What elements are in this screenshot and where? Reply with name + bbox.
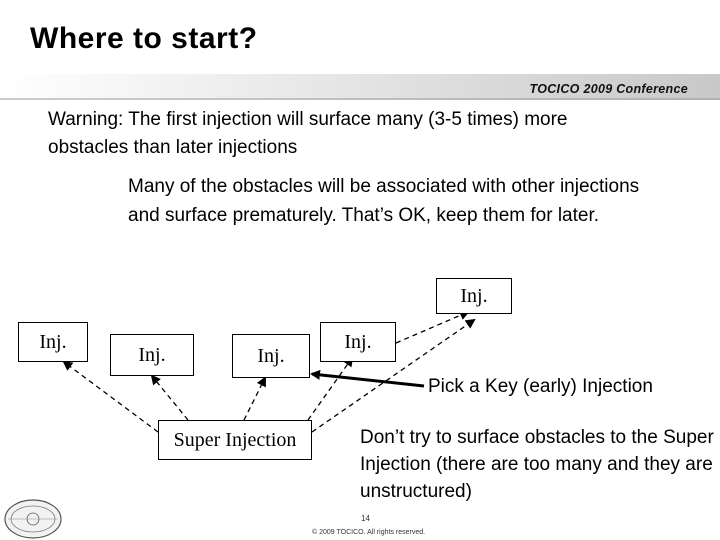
arrow-super-to-inj-center <box>243 376 266 421</box>
arrow-super-to-inj-left <box>62 360 159 433</box>
node-super-injection: Super Injection <box>158 420 312 460</box>
node-inj-mid-left: Inj. <box>110 334 194 376</box>
node-inj-key: Inj. <box>320 322 396 362</box>
header-band <box>0 74 720 100</box>
arrow-super-to-inj-key <box>307 356 354 421</box>
key-injection-label: Pick a Key (early) Injection <box>428 376 653 397</box>
arrow-super-to-inj-mid-left <box>150 374 189 421</box>
arrow-key-to-inj-top-right <box>395 310 470 344</box>
arrow-super-to-inj-top-right <box>311 318 476 433</box>
tocico-logo-icon <box>4 499 62 539</box>
note-text: Many of the obstacles will be associated… <box>128 176 640 226</box>
slide-title: Where to start? <box>30 22 258 55</box>
node-inj-center: Inj. <box>232 334 310 378</box>
copyright-text: © 2009 TOCICO. All rights reserved. <box>312 529 426 536</box>
warning-text: Warning: The first injection will surfac… <box>48 109 568 158</box>
node-inj-left: Inj. <box>18 322 88 362</box>
page-number: 14 <box>361 514 370 523</box>
pointer-key-label <box>310 369 425 388</box>
conference-brand: TOCICO 2009 Conference <box>529 82 688 96</box>
super-injection-note: Don’t try to surface obstacles to the Su… <box>360 427 714 502</box>
node-inj-top-right: Inj. <box>436 278 512 314</box>
